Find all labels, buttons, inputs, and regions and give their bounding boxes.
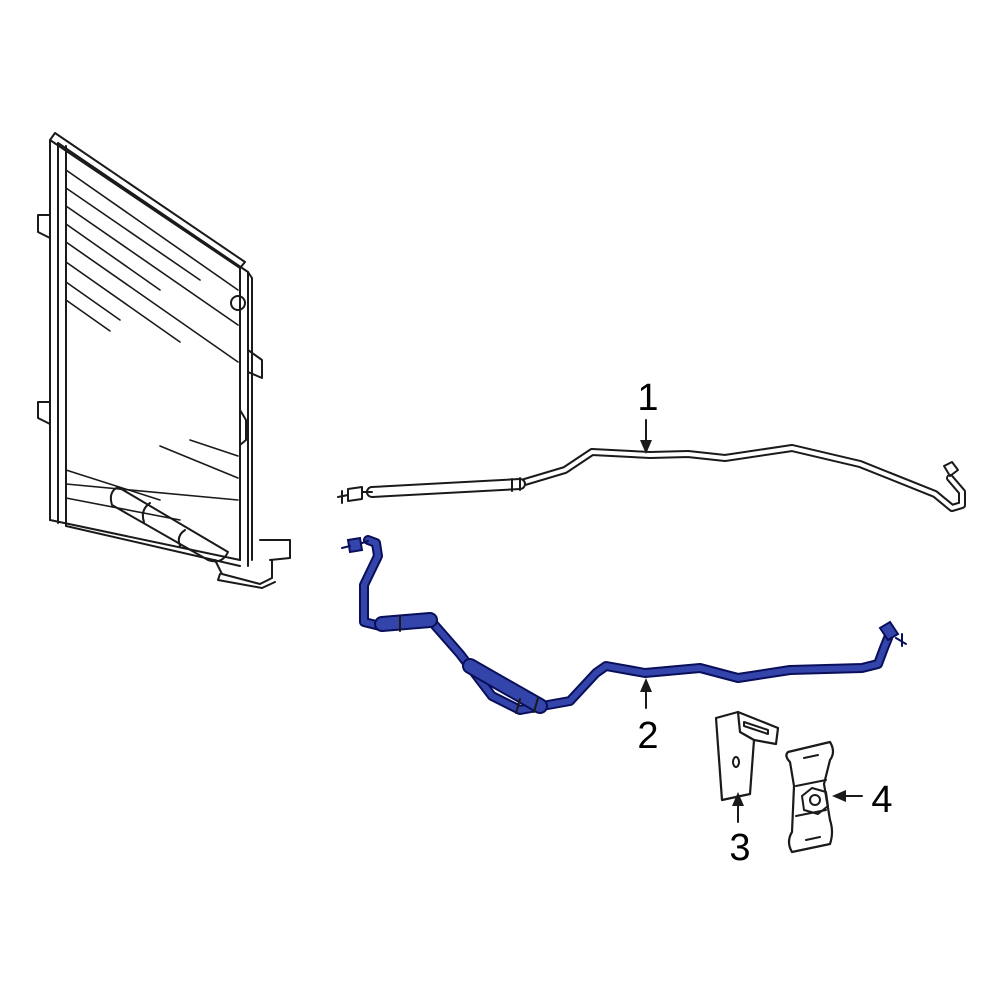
callout-1: 1 xyxy=(637,377,658,419)
callout-2: 2 xyxy=(637,715,658,757)
condenser-assembly xyxy=(37,132,291,589)
line-1-upper-tube xyxy=(337,444,966,512)
callout-4: 4 xyxy=(871,779,892,821)
callout-3: 3 xyxy=(729,827,750,869)
condenser-fins xyxy=(65,169,239,521)
line-2-lower-tube-highlighted xyxy=(341,535,907,715)
part-4-clip xyxy=(785,740,835,854)
callout-arrows xyxy=(640,419,863,823)
part-3-bracket xyxy=(714,710,780,802)
